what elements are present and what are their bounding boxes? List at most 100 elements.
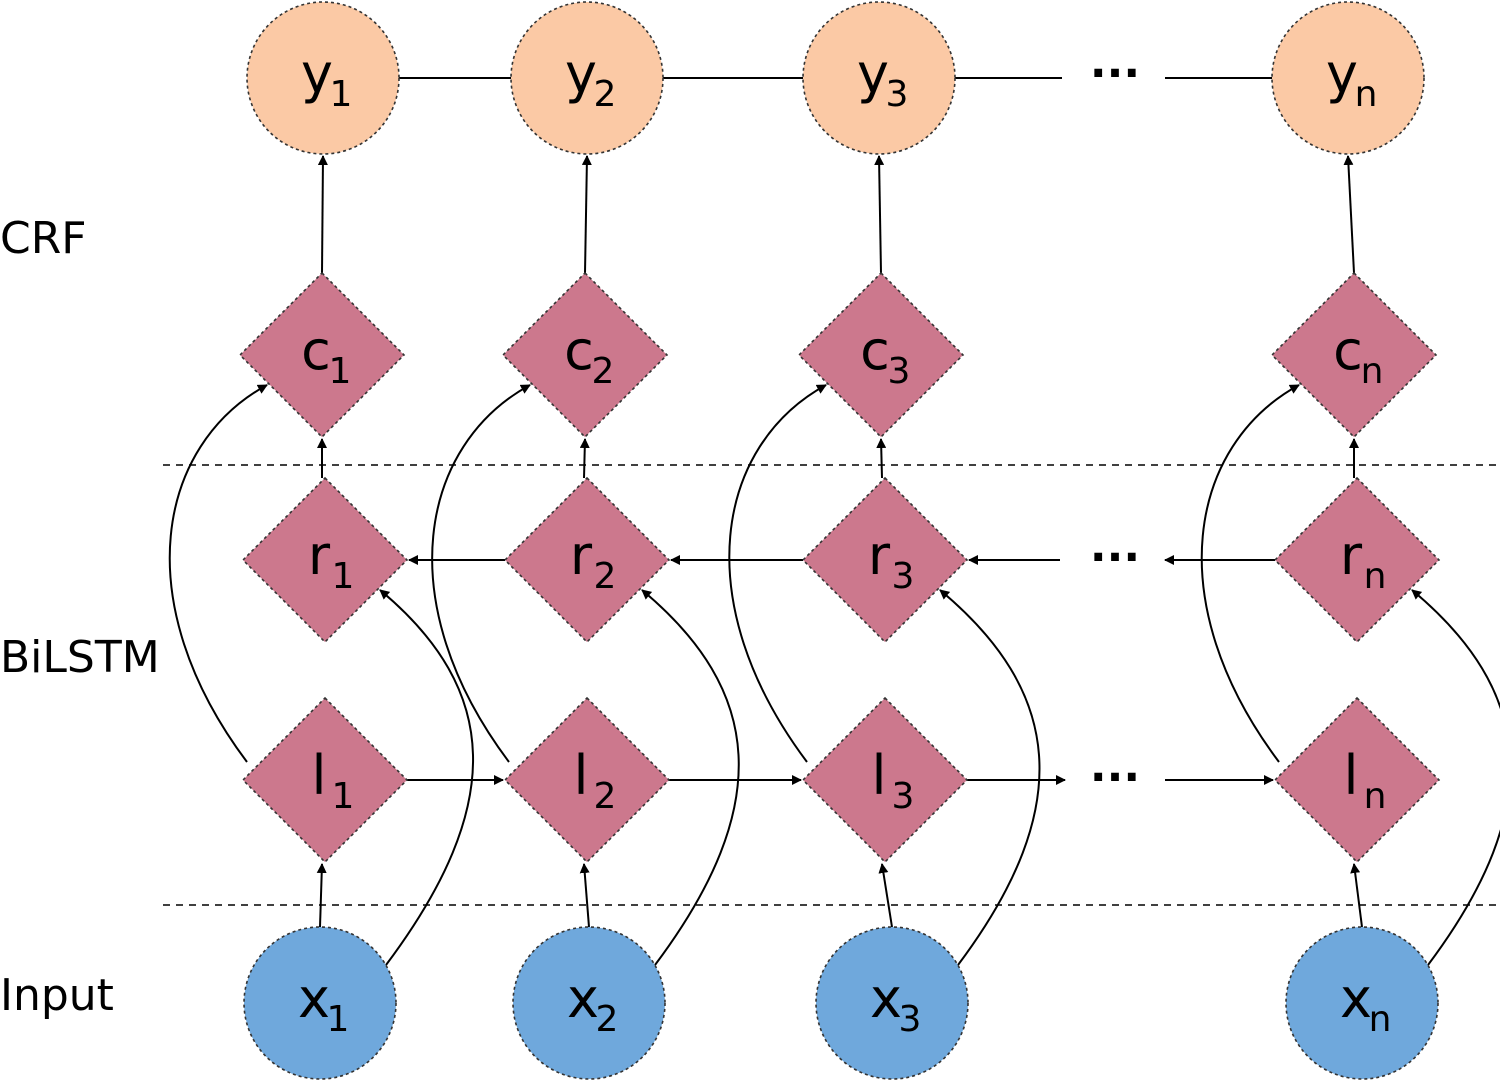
edge-x-to-r-1 <box>641 589 740 966</box>
edge-x-to-l-2 <box>878 863 893 928</box>
layer-label-input: Input <box>0 970 114 1021</box>
node-x-3: xn <box>1285 926 1439 1080</box>
node-r-label: r <box>1340 524 1363 587</box>
edge-x-to-l-3 <box>1350 863 1363 928</box>
node-r-label: r <box>868 524 891 587</box>
layer-label-bilstm: BiLSTM <box>0 632 160 683</box>
node-l-diamond <box>503 696 671 864</box>
edge-c-to-y-3 <box>1343 155 1355 274</box>
node-y-1: y2 <box>510 1 664 155</box>
node-x-label: x <box>870 967 902 1030</box>
node-l-diamond <box>241 696 409 864</box>
node-l-label: l <box>1343 744 1358 807</box>
node-x-subscript: 2 <box>596 999 619 1040</box>
edge-x-to-l-1 <box>579 863 590 928</box>
node-r-label: r <box>308 524 331 587</box>
edge-r-to-c-1 <box>579 438 590 479</box>
node-c-3: cn <box>1270 271 1438 439</box>
edge-l-to-c-1 <box>431 384 531 763</box>
node-y-2: y3 <box>802 1 956 155</box>
node-c-diamond <box>1270 271 1438 439</box>
node-x-circle <box>1285 926 1439 1080</box>
node-l-subscript: n <box>1364 776 1387 817</box>
node-y-label: y <box>857 42 889 105</box>
node-l-label: l <box>871 744 886 807</box>
node-r-diamond <box>801 476 969 644</box>
node-r-diamond <box>241 476 409 644</box>
node-c-1: c2 <box>501 271 669 439</box>
node-c-0: c1 <box>238 271 406 439</box>
node-y-label: y <box>1326 42 1358 105</box>
node-c-label: c <box>301 319 331 382</box>
ellipsis-l: ··· <box>1090 752 1140 803</box>
node-x-0: x1 <box>243 926 397 1080</box>
node-x-circle <box>512 926 666 1080</box>
node-r-diamond <box>1273 476 1441 644</box>
node-x-label: x <box>567 967 599 1030</box>
node-r-subscript: 3 <box>892 556 915 597</box>
node-c-label: c <box>564 319 594 382</box>
edge-r-to-c-2 <box>876 438 887 479</box>
node-r-subscript: 2 <box>594 556 617 597</box>
edge-l-to-c-2 <box>728 384 827 763</box>
node-c-diamond <box>797 271 965 439</box>
ellipsis-y: ··· <box>1090 48 1140 99</box>
node-y-circle <box>802 1 956 155</box>
node-c-diamond <box>238 271 406 439</box>
node-y-subscript: 3 <box>886 74 909 115</box>
node-x-circle <box>243 926 397 1080</box>
layer-label-crf: CRF <box>0 213 87 264</box>
node-y-subscript: 2 <box>594 74 617 115</box>
node-c-2: c3 <box>797 271 965 439</box>
node-c-label: c <box>1333 319 1363 382</box>
node-l-subscript: 1 <box>332 776 355 817</box>
node-x-label: x <box>298 967 330 1030</box>
node-y-label: y <box>301 42 333 105</box>
node-y-subscript: n <box>1355 74 1378 115</box>
node-c-label: c <box>860 319 890 382</box>
node-c-subscript: 2 <box>592 351 615 392</box>
node-x-label: x <box>1340 967 1372 1030</box>
node-r-label: r <box>570 524 593 587</box>
node-y-circle <box>1271 1 1425 155</box>
node-y-0: y1 <box>246 1 400 155</box>
node-x-1: x2 <box>512 926 666 1080</box>
node-l-label: l <box>311 744 326 807</box>
ellipsis-r: ··· <box>1090 532 1140 583</box>
node-x-subscript: n <box>1369 999 1392 1040</box>
node-y-circle <box>510 1 664 155</box>
node-c-subscript: 3 <box>888 351 911 392</box>
node-y-3: yn <box>1271 1 1425 155</box>
node-r-diamond <box>503 476 671 644</box>
edge-l-to-c-0 <box>168 384 268 763</box>
edge-x-to-r-0 <box>379 589 474 966</box>
edge-c-to-y-2 <box>874 155 885 274</box>
edge-x-to-r-3 <box>1411 589 1500 966</box>
edge-l-to-c-3 <box>1200 384 1300 763</box>
node-y-circle <box>246 1 400 155</box>
node-r-subscript: 1 <box>332 556 355 597</box>
edge-c-to-y-0 <box>317 155 328 274</box>
node-r-subscript: n <box>1364 556 1387 597</box>
node-l-diamond <box>1273 696 1441 864</box>
node-l-diamond <box>801 696 969 864</box>
node-c-subscript: n <box>1361 351 1384 392</box>
node-y-subscript: 1 <box>330 74 353 115</box>
node-l-subscript: 2 <box>594 776 617 817</box>
node-y-label: y <box>565 42 597 105</box>
node-x-subscript: 1 <box>327 999 350 1040</box>
node-l-label: l <box>573 744 588 807</box>
edges <box>168 77 1500 966</box>
node-x-subscript: 3 <box>899 999 922 1040</box>
node-c-subscript: 1 <box>329 351 352 392</box>
node-c-diamond <box>501 271 669 439</box>
